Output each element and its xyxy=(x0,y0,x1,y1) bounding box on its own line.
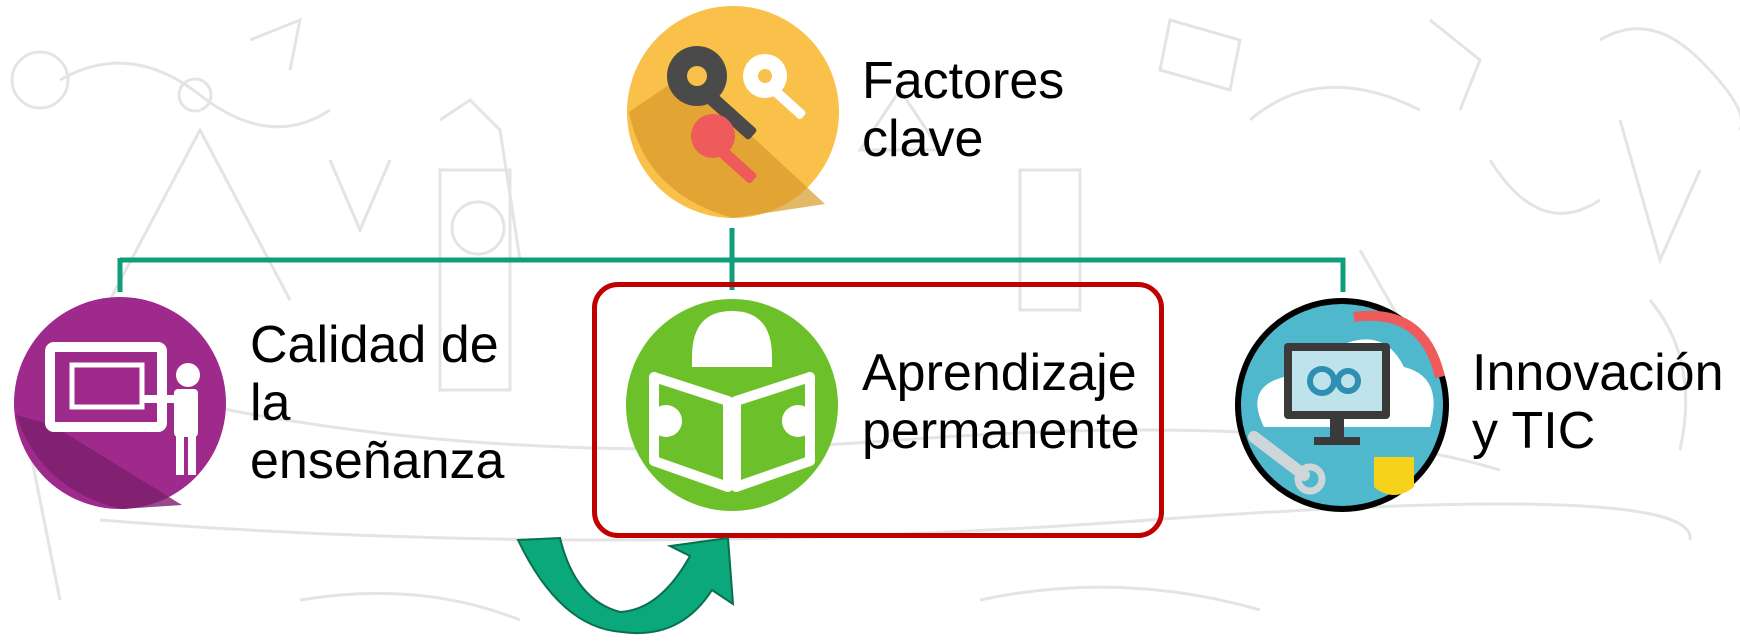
calidad-label: Calidad de la enseñanza xyxy=(250,316,504,490)
root-label: Factores clave xyxy=(862,52,1064,168)
cloud-computer-gears-icon xyxy=(1235,298,1449,512)
calidad-label-line-3: enseñanza xyxy=(250,432,505,490)
aprendizaje-label-line-2: permanente xyxy=(862,402,1140,460)
keys-icon xyxy=(627,6,839,218)
teacher-board-icon xyxy=(14,297,226,509)
innovacion-label-line-1: Innovación xyxy=(1472,344,1724,402)
aprendizaje-label: Aprendizaje permanente xyxy=(862,344,1140,460)
innovacion-label: Innovación y TIC xyxy=(1472,344,1724,460)
root-label-line-2: clave xyxy=(862,110,984,168)
cycle-arrow-shape xyxy=(516,536,735,634)
reading-book-icon xyxy=(626,299,838,511)
innovacion-label-line-2: y TIC xyxy=(1472,402,1596,460)
highlight-frame xyxy=(592,282,1164,538)
calidad-label-line-1: Calidad de xyxy=(250,316,499,374)
calidad-label-line-2: la xyxy=(250,374,291,432)
root-label-line-1: Factores xyxy=(862,52,1065,110)
aprendizaje-label-line-1: Aprendizaje xyxy=(862,344,1137,402)
